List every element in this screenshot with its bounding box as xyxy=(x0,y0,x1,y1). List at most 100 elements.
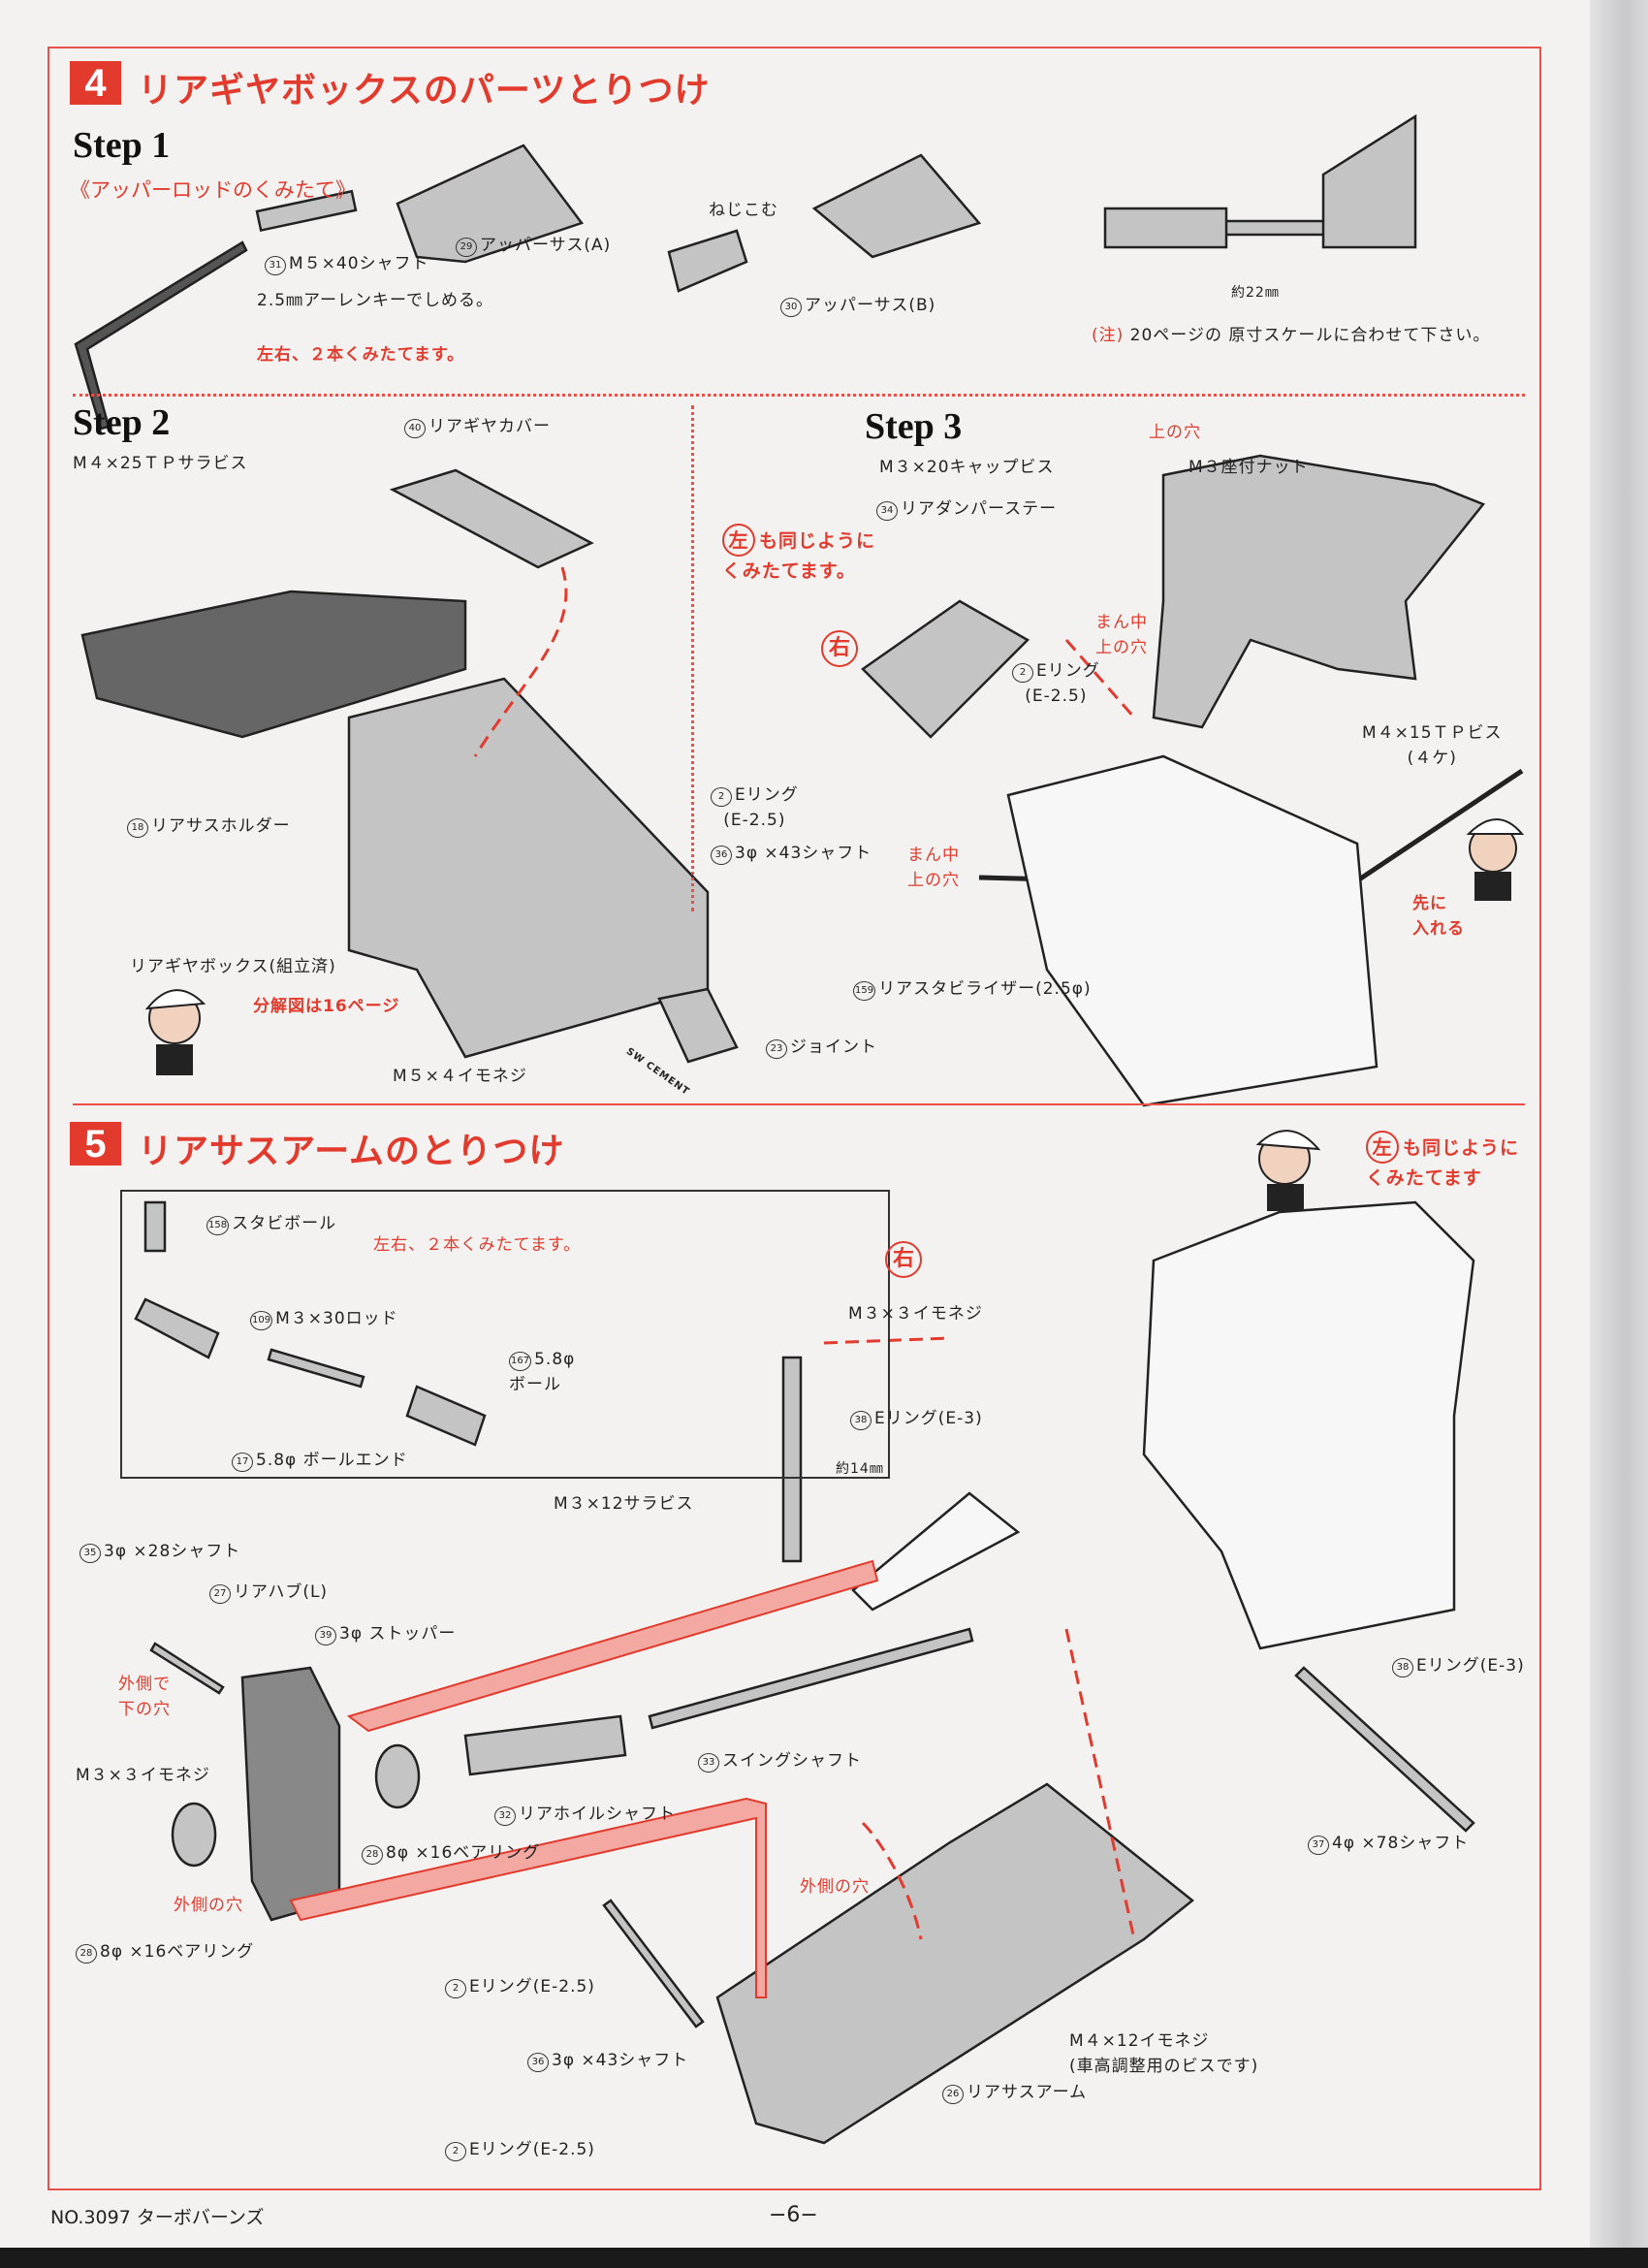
shaft-3x28-drawing xyxy=(149,1642,225,1695)
part-number: 18 xyxy=(127,818,148,838)
note-scale: (注) 20ページの 原寸スケールに合わせて下さい。 xyxy=(1092,324,1490,349)
label-m3x20-cap-screw: M３×20キャップビス xyxy=(879,456,1055,481)
part-number: 31 xyxy=(265,256,286,275)
note-line: まん中 xyxy=(907,846,960,865)
part-name: スイングシャフト xyxy=(722,1751,862,1771)
part-number: 33 xyxy=(698,1753,719,1773)
note-exploded-view-page: 分解図は16ページ xyxy=(253,997,400,1016)
gearbox-step3-drawing xyxy=(1006,754,1379,1107)
left-badge-icon: 左 xyxy=(722,524,755,557)
rear-gear-cover-drawing xyxy=(389,468,594,569)
rear-hub-drawing xyxy=(240,1666,341,1922)
part-spec: (E-2.5) xyxy=(1025,686,1088,706)
part-number: 38 xyxy=(1392,1658,1413,1677)
dimension-text: 約14㎜ xyxy=(836,1461,884,1477)
part-number: 38 xyxy=(850,1411,872,1430)
part-number: 167 xyxy=(509,1352,532,1371)
part-number: 26 xyxy=(942,2085,964,2104)
part-name: リアホイルシャフト xyxy=(519,1805,676,1824)
upper-rod-side-view-drawing xyxy=(1103,113,1417,249)
part-name: M５×４イモネジ xyxy=(393,1067,527,1086)
mascot-step3-icon xyxy=(1466,818,1525,901)
note-line: も同じように xyxy=(1403,1137,1520,1159)
page-edge-shadow xyxy=(1590,0,1648,2268)
label-m4x25-screw: M４×25ＴＰサラビス xyxy=(73,452,248,477)
part-name: Eリング(E-3) xyxy=(874,1409,983,1428)
upper-sus-section5-drawing xyxy=(851,1491,1021,1612)
note-line: も同じように xyxy=(759,530,876,552)
chassis-assembly-drawing xyxy=(1142,1200,1475,1650)
note-prefix: (注) xyxy=(1092,326,1125,345)
right-badge-icon: 右 xyxy=(885,1241,922,1278)
part-note: (車高調整用のビスです) xyxy=(1069,2056,1259,2076)
joint-drawing xyxy=(657,987,739,1064)
part-name: 8φ ×16ベアリング xyxy=(386,1843,541,1863)
part-number: 109 xyxy=(250,1311,273,1330)
note-line: くみたてます xyxy=(1366,1167,1482,1189)
part-number: 32 xyxy=(494,1806,516,1826)
note-line: 上の穴 xyxy=(907,870,960,890)
part-name: Eリング(E-3) xyxy=(1416,1656,1525,1676)
part-name: リアハブ(L) xyxy=(234,1582,329,1602)
section-divider xyxy=(73,1103,1525,1105)
section-4-title: リアギヤボックスのパーツとりつけ xyxy=(138,71,711,111)
hatched-arrow-arm xyxy=(289,1797,767,1998)
part-name: 5.8φ ボールエンド xyxy=(256,1451,408,1470)
part-number: 2 xyxy=(445,2142,466,2161)
step-1-heading: Step 1 xyxy=(73,125,171,166)
note-text: 20ページの 原寸スケールに合わせて下さい。 xyxy=(1129,326,1491,345)
rear-wheel-shaft-drawing xyxy=(463,1714,627,1776)
part-name: Eリング(E-2.5) xyxy=(469,2140,595,2159)
part-spec: (E-2.5) xyxy=(723,810,786,830)
part-number: 27 xyxy=(209,1584,231,1604)
guide-line-section5-swing xyxy=(861,1821,923,1940)
note-line: 下の穴 xyxy=(118,1699,171,1719)
part-number: 2 xyxy=(445,1979,466,1998)
part-name: リアダンパーステー xyxy=(901,499,1058,519)
part-name: 2.5㎜アーレンキーでしめる。 xyxy=(257,291,493,310)
mascot-step2-icon xyxy=(144,989,206,1075)
hex-key-drawing xyxy=(74,240,248,431)
label-m3x3-set-screw-hub: M３×３イモネジ xyxy=(76,1764,210,1789)
part-number: 36 xyxy=(527,2053,549,2072)
turnbuckle-drawing xyxy=(781,1356,803,1563)
part-number: 35 xyxy=(79,1544,101,1563)
part-name: 5.8φ xyxy=(534,1350,576,1369)
part-name: リアサスホルダー xyxy=(151,816,291,836)
part-number: 23 xyxy=(766,1039,787,1059)
rear-gearbox-drawing xyxy=(347,677,710,1059)
part-name: M３×30ロッド xyxy=(275,1309,398,1328)
part-name: アッパーサス(A) xyxy=(480,236,612,255)
upper-sus-step3-drawing xyxy=(861,599,1030,739)
part-name: M４×25ＴＰサラビス xyxy=(73,454,248,473)
part-name: リアギヤボックス(組立済) xyxy=(130,957,336,976)
note-upper-hole: 上の穴 xyxy=(1149,423,1201,442)
swing-shaft-drawing xyxy=(648,1627,974,1730)
part-name: Eリング xyxy=(1036,661,1100,681)
part-number: 40 xyxy=(404,419,426,438)
note-line: 入れる xyxy=(1412,918,1465,939)
part-name: ねじこむ xyxy=(709,201,778,220)
part-name: M４×12イモネジ xyxy=(1069,2031,1210,2051)
footer-page-number: −6− xyxy=(769,2203,818,2227)
section-5-number-badge: 5 xyxy=(70,1122,121,1166)
part-number: 158 xyxy=(206,1216,230,1235)
label-m4x15-screw: M４×15ＴＰビス(４ケ) xyxy=(1362,721,1503,771)
guide-line-step2-cover xyxy=(473,566,568,757)
step-2-heading: Step 2 xyxy=(73,402,171,443)
part-number: 17 xyxy=(232,1453,253,1472)
